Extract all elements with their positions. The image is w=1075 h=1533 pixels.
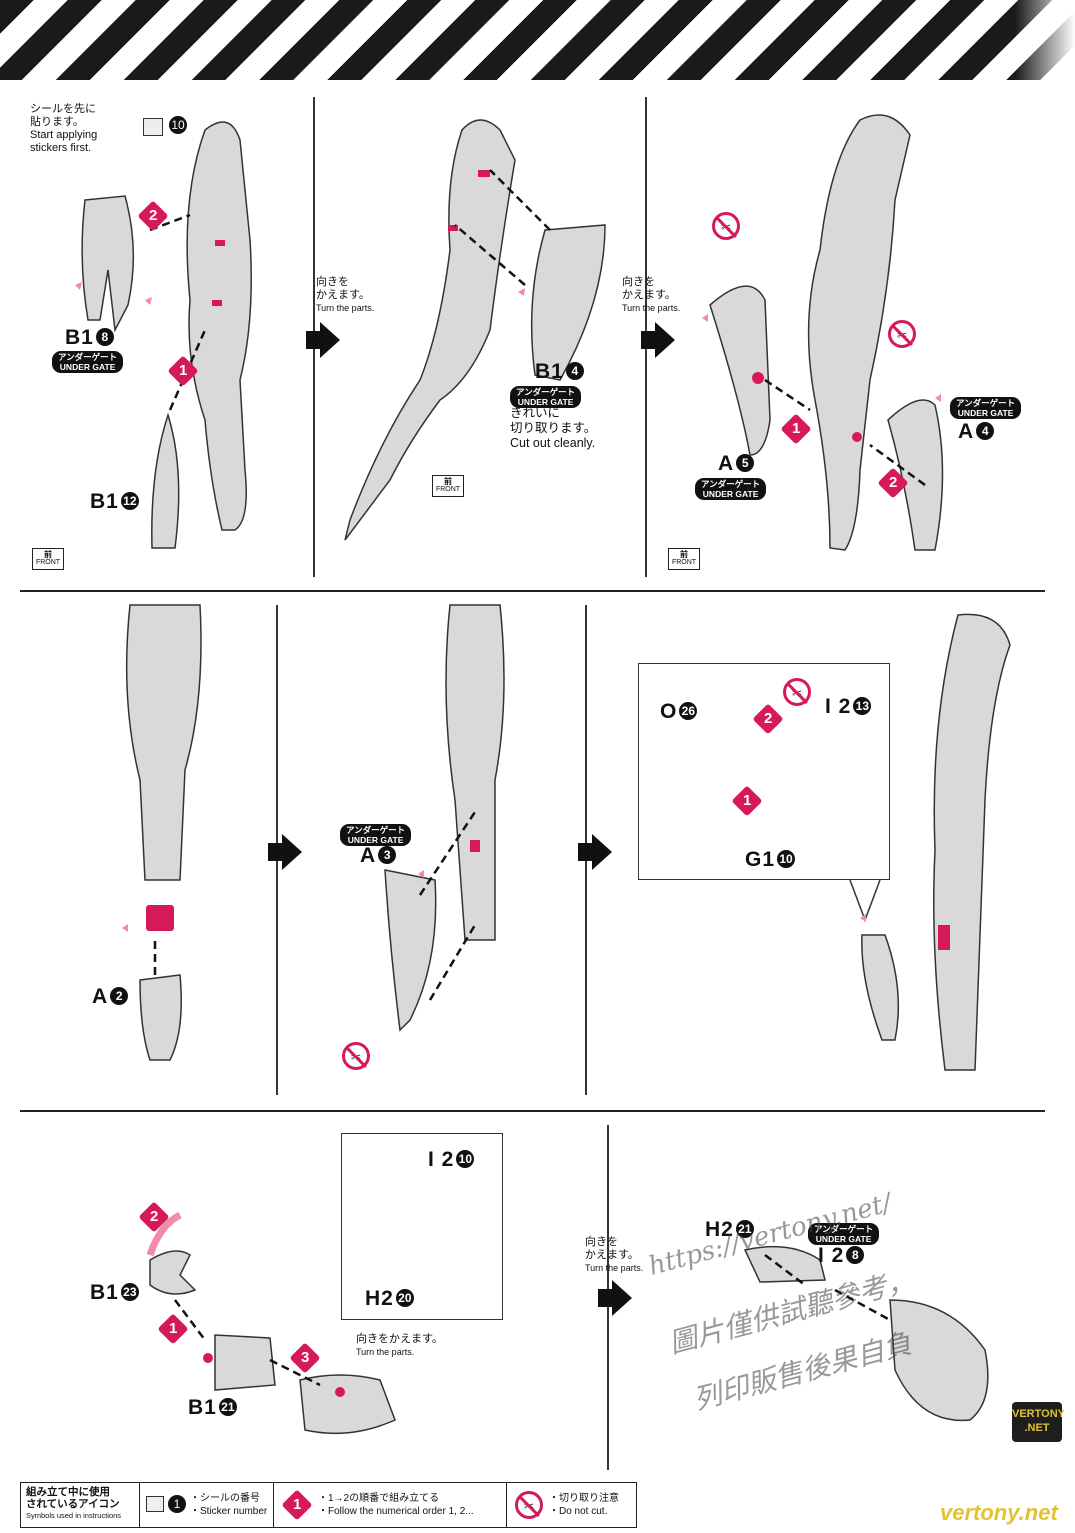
do-not-cut-icon: ✂	[342, 1042, 370, 1070]
next-step-arrow	[268, 834, 302, 870]
next-step-arrow	[306, 322, 340, 358]
footer-watermark: vertony.net	[940, 1500, 1058, 1525]
sticker-icon	[146, 1496, 164, 1512]
part-a2	[139, 974, 182, 1061]
order-icon: 1	[281, 1489, 313, 1521]
thigh-part	[186, 121, 252, 531]
next-step-arrow	[578, 834, 612, 870]
pink-joint	[146, 905, 174, 931]
turn-parts-note: 向きをかえます。Turn the parts.	[316, 276, 375, 313]
leg-part	[344, 119, 516, 541]
do-not-cut-icon: ✂	[888, 320, 916, 348]
next-step-arrow	[641, 322, 675, 358]
part-o-piece	[861, 934, 900, 1041]
sticker-number-icon: 1	[168, 1495, 186, 1513]
part-b1-8	[81, 195, 135, 333]
part-a3	[384, 869, 437, 1032]
turn-parts-note: 向きをかえます。Turn the parts.	[585, 1236, 644, 1273]
do-not-cut-icon: ✂	[783, 678, 811, 706]
sticker-number: 10	[169, 116, 187, 134]
legend-cut: ✂ ・切り取り注意・Do not cut.	[506, 1483, 637, 1527]
legend-sticker: 1 ・シールの番号・Sticker number	[139, 1483, 273, 1527]
do-not-cut-icon: ✂	[712, 212, 740, 240]
legend-order: 1 ・1→2の順番で組み立てる・Follow the numerical ord…	[273, 1483, 506, 1527]
part-b1-4	[530, 224, 606, 381]
sticker-icon	[143, 118, 163, 136]
turn-parts-note: 向きをかえます。Turn the parts.	[356, 1333, 443, 1357]
next-step-arrow	[598, 1280, 632, 1316]
part-b1-23	[149, 1250, 197, 1295]
part-assembly	[889, 1299, 989, 1422]
part-b1-12	[151, 412, 180, 549]
vertony-logo: VERTONY.NET	[1012, 1402, 1065, 1442]
leg-part	[125, 604, 202, 881]
part-b1-21	[214, 1334, 276, 1391]
sub-assembly-callout	[638, 663, 890, 880]
do-not-cut-icon: ✂	[515, 1491, 543, 1519]
leg-part	[933, 613, 1011, 1071]
part-a5	[709, 285, 771, 456]
leg-part	[807, 114, 911, 551]
turn-parts-note: 向きをかえます。Turn the parts.	[622, 276, 681, 313]
cut-cleanly-note: きれいに切り取ります。Cut out cleanly.	[510, 406, 597, 450]
sub-assembly-callout	[341, 1133, 503, 1320]
section-divider	[20, 1110, 1045, 1112]
leg-part	[445, 604, 505, 941]
hazard-stripe-header	[0, 0, 1075, 80]
section-divider	[20, 590, 1045, 592]
part-assembly	[299, 1374, 396, 1435]
